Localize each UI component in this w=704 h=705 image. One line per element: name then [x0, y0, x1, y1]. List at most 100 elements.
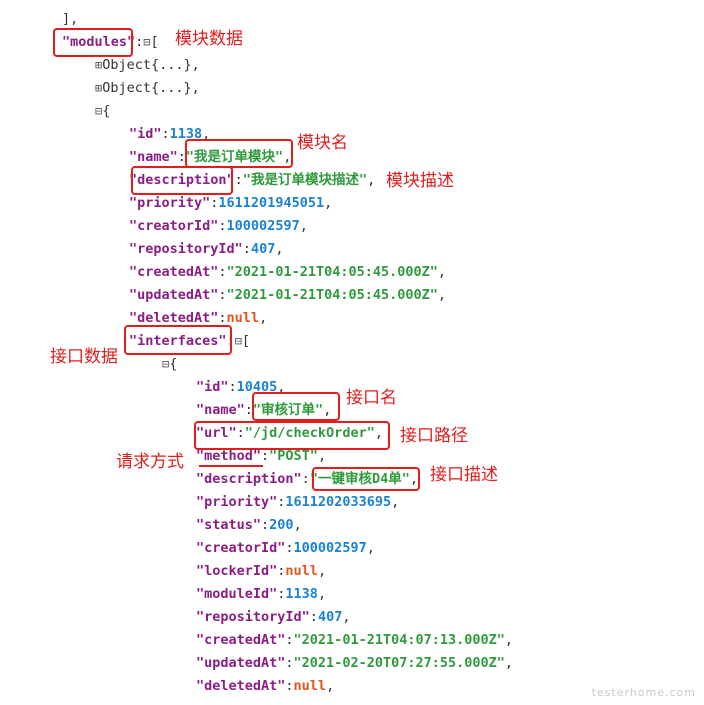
json-string: "我是订单模块"	[185, 149, 284, 165]
json-number: 10405	[236, 379, 278, 395]
json-number: 1611201945051	[218, 195, 325, 211]
json-number: 200	[269, 517, 294, 533]
json-line-deletedAt: "deletedAt":null,	[129, 310, 268, 326]
json-key: "createdAt"	[196, 632, 286, 648]
json-line-iface-description: "description":"一键审核D4单",	[196, 471, 418, 487]
punct: :	[135, 34, 144, 50]
punct: {	[102, 103, 111, 119]
json-key: "repositoryId"	[196, 609, 310, 625]
json-line-status: "status":200,	[196, 517, 302, 533]
annotation-module-name: 模块名	[297, 133, 348, 153]
collapsed-object: Object{...},	[102, 80, 200, 96]
highlight-box-modules	[53, 28, 133, 57]
collapse-icon[interactable]: ⊟	[162, 357, 170, 371]
json-key: "description"	[129, 172, 235, 188]
json-key: "deletedAt"	[196, 678, 286, 694]
highlight-box-module-desc	[131, 166, 233, 195]
collapse-icon[interactable]: ⊟	[234, 334, 242, 348]
json-key: "updatedAt"	[129, 287, 219, 303]
json-number: 1611202033695	[285, 494, 392, 510]
json-number: 100002597	[226, 218, 300, 234]
json-line-object-open: ⊟{	[95, 101, 110, 121]
json-line-iface-repositoryId: "repositoryId":407,	[196, 609, 351, 625]
json-key: "status"	[196, 517, 262, 533]
json-null: null	[293, 678, 327, 694]
json-line-updatedAt: "updatedAt":"2021-01-21T04:05:45.000Z",	[129, 287, 447, 303]
json-key: "method"	[196, 448, 262, 464]
json-number: 407	[317, 609, 343, 625]
json-number: 100002597	[293, 540, 367, 556]
json-number: 407	[250, 241, 276, 257]
json-key: "deletedAt"	[129, 310, 219, 326]
json-line-modules: "modules":⊟[	[62, 32, 159, 52]
collapse-icon[interactable]: ⊟	[95, 104, 103, 118]
json-string: "一键审核D4单"	[309, 471, 410, 487]
method-underline	[199, 465, 263, 467]
json-line-iface-priority: "priority":1611202033695,	[196, 494, 400, 510]
json-line-lockerId: "lockerId":null,	[196, 563, 327, 579]
json-key: "priority"	[196, 494, 278, 510]
json-string: "我是订单模块描述"	[242, 172, 368, 188]
json-key: "description"	[196, 471, 302, 487]
annotation-module-desc: 模块描述	[386, 171, 454, 191]
json-line-url: "url":"/jd/checkOrder",	[196, 425, 383, 441]
json-key: "updatedAt"	[196, 655, 286, 671]
json-null: null	[226, 310, 260, 326]
json-key: "createdAt"	[129, 264, 219, 280]
json-line-repositoryId: "repositoryId":407,	[129, 241, 284, 257]
json-key: "id"	[196, 379, 229, 395]
json-string: "POST"	[269, 448, 318, 464]
json-key: "lockerId"	[196, 563, 278, 579]
json-string: "2021-01-21T04:05:45.000Z"	[226, 287, 438, 303]
punct: ],	[62, 11, 79, 27]
json-line-createdAt: "createdAt":"2021-01-21T04:05:45.000Z",	[129, 264, 447, 280]
watermark: testerhome.com	[591, 686, 696, 699]
json-line-iface-createdAt: "createdAt":"2021-01-21T04:07:13.000Z",	[196, 632, 514, 648]
annotation-modules: 模块数据	[175, 29, 243, 49]
json-line-iface-id: "id":10405,	[196, 379, 286, 395]
expand-icon[interactable]: ⊞	[95, 81, 103, 95]
json-line-method: "method":"POST",	[196, 448, 327, 464]
json-line-description: "description":"我是订单模块描述",	[129, 172, 376, 188]
json-string: "审核订单"	[252, 402, 324, 418]
annotation-iface-name: 接口名	[346, 388, 397, 408]
highlight-box-module-name	[185, 139, 293, 168]
json-key: "moduleId"	[196, 586, 278, 602]
json-key: "modules"	[62, 34, 136, 50]
json-key: "creatorId"	[129, 218, 219, 234]
json-key: "name"	[196, 402, 245, 418]
json-key: "creatorId"	[196, 540, 286, 556]
punct: {	[169, 356, 178, 372]
json-key: "interfaces"	[129, 333, 227, 349]
json-line-id: "id":1138,	[129, 126, 211, 142]
json-line-iface-deletedAt: "deletedAt":null,	[196, 678, 335, 694]
json-line-iface-creatorId: "creatorId":100002597,	[196, 540, 375, 556]
json-key: "name"	[129, 149, 178, 165]
highlight-box-iface-desc	[312, 467, 420, 491]
json-string: "2021-02-20T07:27:55.000Z"	[293, 655, 505, 671]
json-line: ],	[62, 9, 78, 29]
collapse-icon[interactable]: ⊟	[143, 35, 151, 49]
json-number: 1138	[169, 126, 203, 142]
json-line-object-open: ⊟{	[162, 354, 177, 374]
json-line-moduleId: "moduleId":1138,	[196, 586, 327, 602]
highlight-box-iface-url	[194, 421, 390, 450]
json-line-name: "name":"我是订单模块",	[129, 149, 292, 165]
annotation-method: 请求方式	[116, 452, 184, 472]
expand-icon[interactable]: ⊞	[95, 58, 103, 72]
annotation-interfaces: 接口数据	[50, 347, 118, 367]
json-line-object-collapsed: ⊞Object{...},	[95, 78, 200, 98]
json-key: "repositoryId"	[129, 241, 243, 257]
json-line-iface-name: "name":"审核订单",	[196, 402, 332, 418]
punct: [	[241, 333, 251, 349]
json-line-creatorId: "creatorId":100002597,	[129, 218, 308, 234]
json-null: null	[285, 563, 318, 579]
json-number: 1138	[285, 586, 318, 602]
json-string: "/jd/checkOrder"	[244, 425, 375, 441]
highlight-box-iface-name	[252, 392, 340, 421]
json-string: "2021-01-21T04:05:45.000Z"	[226, 264, 438, 280]
json-line-iface-updatedAt: "updatedAt":"2021-02-20T07:27:55.000Z",	[196, 655, 514, 671]
highlight-box-interfaces	[124, 325, 232, 355]
collapsed-object: Object{...},	[102, 57, 200, 73]
json-line-object-collapsed: ⊞Object{...},	[95, 55, 200, 75]
